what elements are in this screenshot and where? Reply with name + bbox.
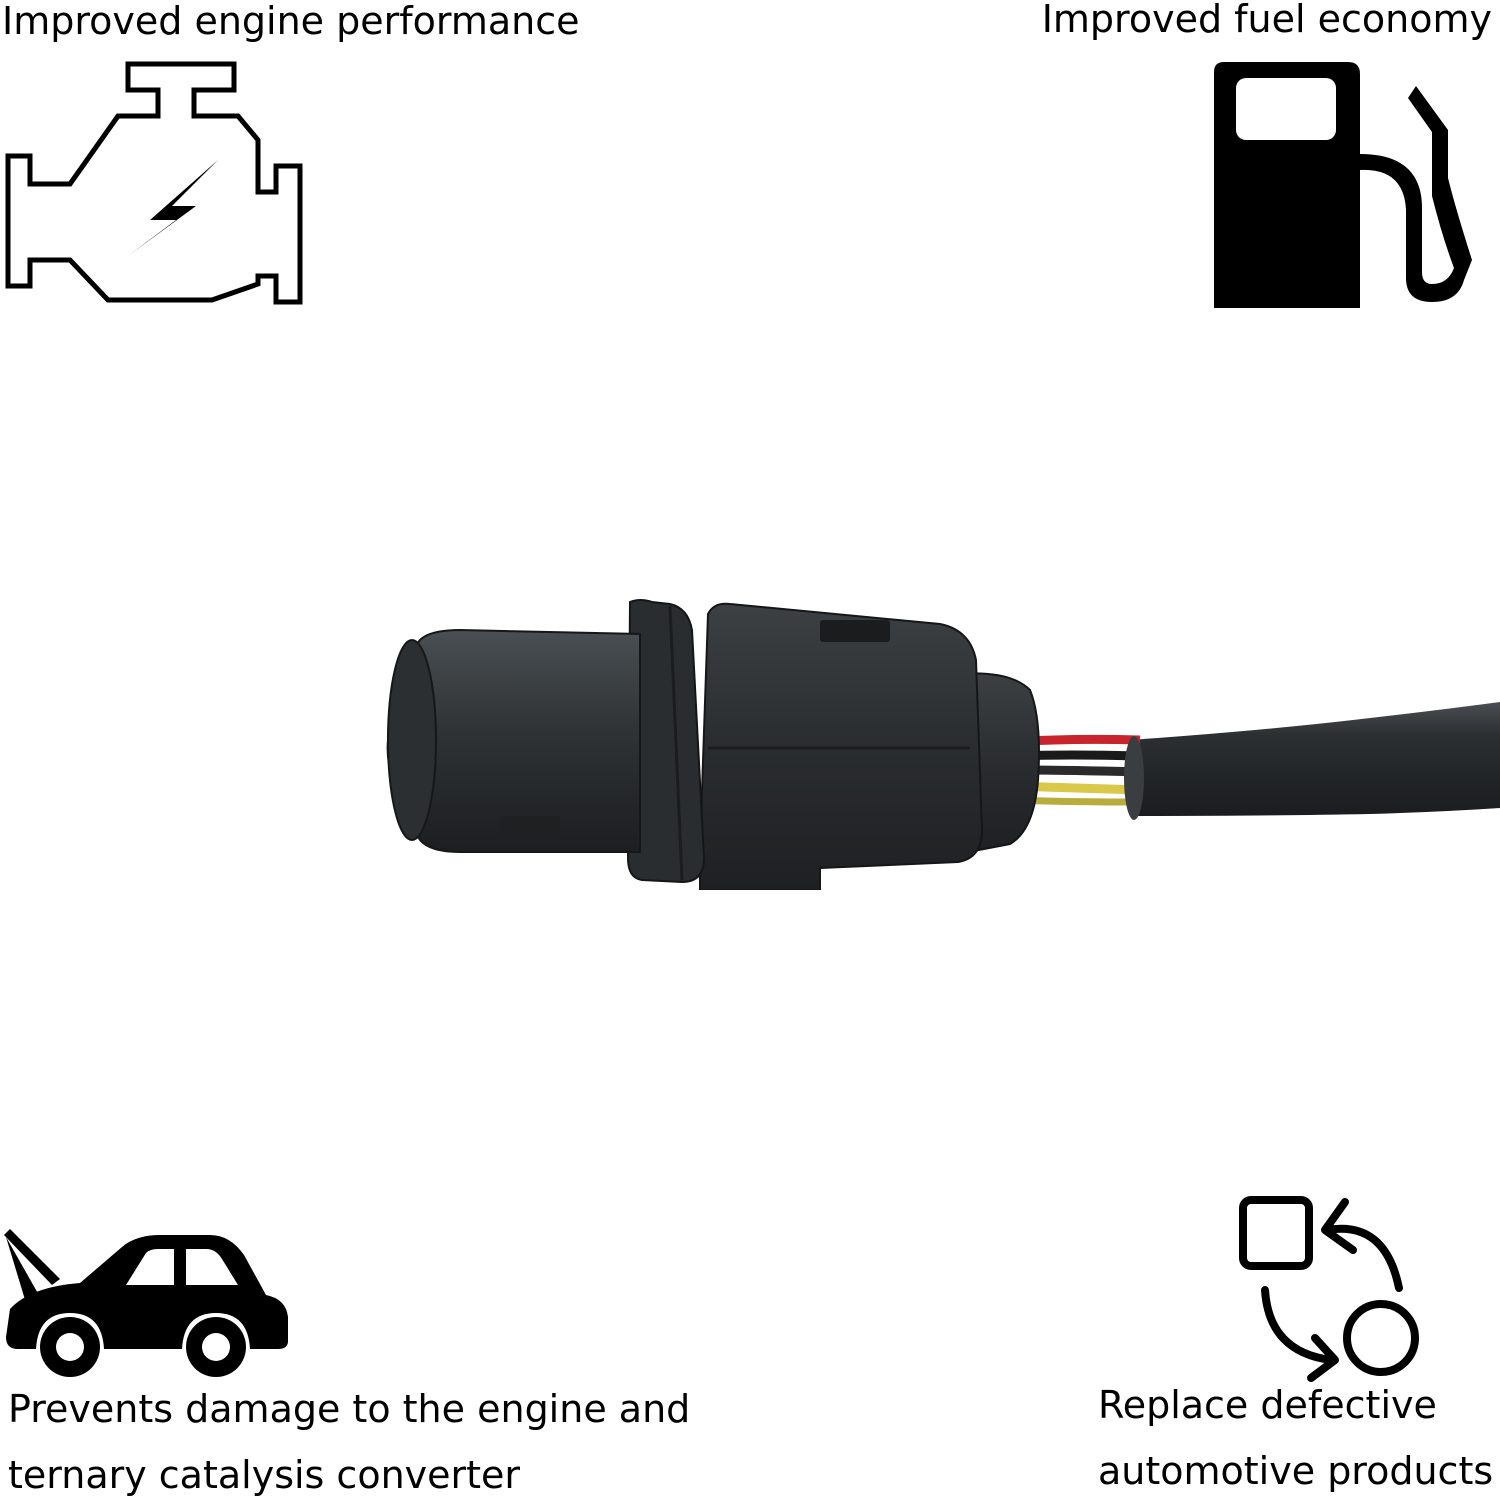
swap-cycle-icon [1239, 1196, 1419, 1382]
prevents-damage-caption-line-2: ternary catalysis converter [8, 1453, 521, 1497]
engine-performance-caption-line-1: Improved engine performance [2, 0, 580, 43]
replace-defective-caption-line-1: Replace defective [1098, 1383, 1437, 1427]
replace-defective-caption-line-2: automotive products [1098, 1449, 1494, 1493]
replace-defective-caption: Replace defective automotive products [1098, 1372, 1493, 1504]
prevents-damage-caption: Prevents damage to the engine and ternar… [8, 1376, 690, 1508]
fuel-economy-caption: Improved fuel economy [1042, 0, 1492, 52]
car-open-hood-icon [4, 1229, 288, 1377]
engine-performance-caption: Improved engine performance [2, 0, 580, 54]
prevents-damage-caption-line-1: Prevents damage to the engine and [8, 1387, 691, 1431]
fuel-pump-icon [1214, 62, 1472, 308]
fuel-economy-caption-line-1: Improved fuel economy [1041, 0, 1492, 41]
engine-check-icon [5, 61, 303, 305]
oxygen-sensor-connector [386, 599, 1500, 890]
